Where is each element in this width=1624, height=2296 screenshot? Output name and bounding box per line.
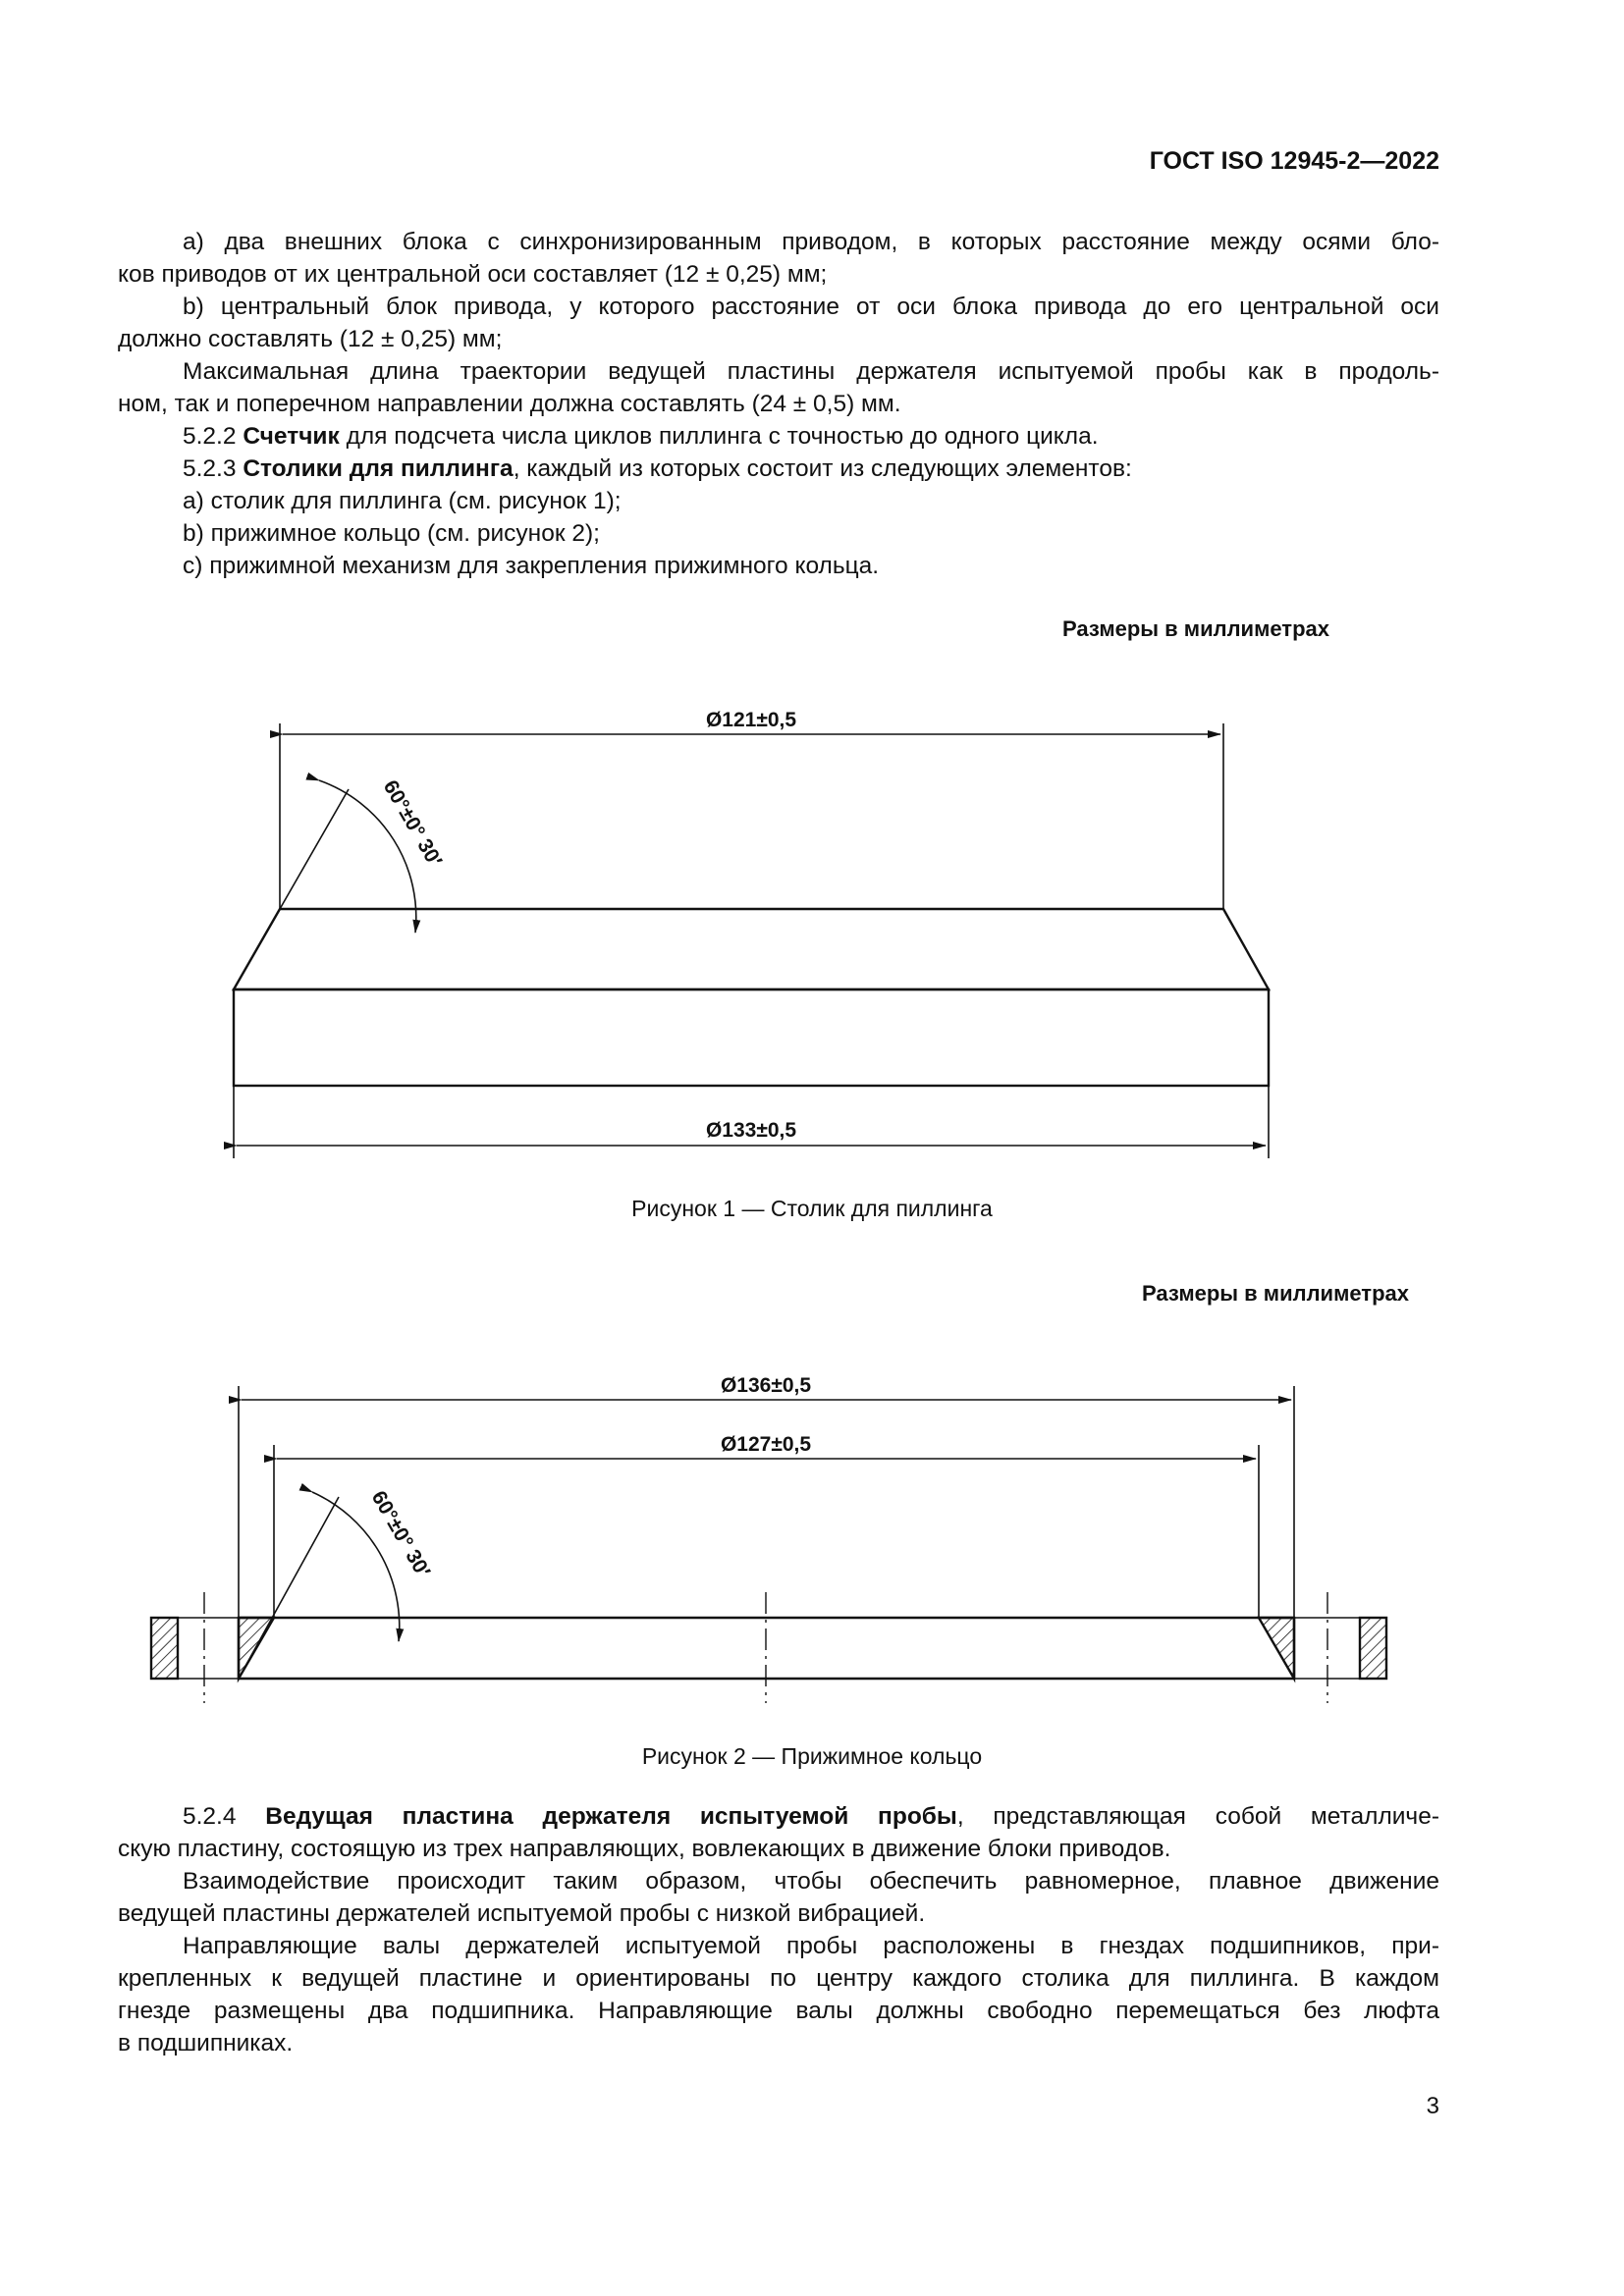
- dim-121-label: Ø121±0,5: [706, 709, 796, 731]
- paragraph-maxlen-line1: Максимальная длина траектории ведущей пл…: [183, 358, 1439, 385]
- item-5-2-3: 5.2.3 Столики для пиллинга, каждый из ко…: [118, 453, 1439, 485]
- left-outer-section: [149, 1616, 180, 1681]
- table-top-bevel: [231, 907, 1272, 991]
- item-number: 5.2.2: [183, 423, 237, 450]
- item-text: , представляющая собой металличе-: [956, 1803, 1439, 1830]
- page-number: 3: [1426, 2093, 1439, 2119]
- paragraph-maxlen-line2: ном, так и поперечном направлении должна…: [118, 391, 901, 417]
- item-term: Ведущая пластина держателя испытуемой пр…: [265, 1803, 957, 1830]
- paragraph-b-line2: должно составлять (12 ± 0,25) мм;: [118, 326, 503, 352]
- item-number: 5.2.4: [183, 1803, 237, 1830]
- paragraph-interaction-line1: Взаимодействие происходит таким образом,…: [183, 1868, 1439, 1895]
- paragraph-shafts-line4: в подшипниках.: [118, 2030, 294, 2056]
- figure2-dimensions-note: Размеры в миллиметрах: [1142, 1281, 1409, 1306]
- paragraph-b-line1: b) центральный блок привода, у которого …: [183, 294, 1439, 320]
- right-outer-section: [1358, 1616, 1388, 1681]
- figure1-dimensions-note: Размеры в миллиметрах: [1062, 616, 1329, 641]
- figure2-caption: Рисунок 2 — Прижимное кольцо: [641, 1743, 983, 1769]
- list-item: а) столик для пиллинга (см. рисунок 1);: [183, 488, 622, 514]
- paragraph-shafts-line2: крепленных к ведущей пластине и ориентир…: [118, 1965, 1439, 1992]
- item-5-2-2: 5.2.2 Счетчик для подсчета числа циклов …: [118, 420, 1439, 453]
- table-base-outline: [232, 988, 1271, 1088]
- list-item: с) прижимной механизм для закрепления пр…: [183, 553, 880, 579]
- figure1-drawing: Ø121±0,5 Ø133±0,5 60°±0° 30′: [224, 709, 1272, 1158]
- item-number: 5.2.3: [183, 455, 237, 482]
- item-5-2-4-line2: скую пластину, состоящую из трех направл…: [118, 1836, 1171, 1862]
- item-term: Счетчик: [243, 423, 340, 450]
- item-text: , каждый из которых состоит из следующих…: [513, 455, 1132, 482]
- dim-127-label: Ø127±0,5: [721, 1433, 811, 1456]
- figure1-caption: Рисунок 1 — Столик для пиллинга: [631, 1196, 993, 1221]
- paragraph-interaction-line2: ведущей пластины держателей испытуемой п…: [118, 1900, 926, 1927]
- angle-arc: [298, 1483, 405, 1642]
- dim-133-label: Ø133±0,5: [706, 1119, 796, 1142]
- item-text: для подсчета числа циклов пиллинга с точ…: [339, 423, 1099, 450]
- paragraph-shafts-line1: Направляющие валы держателей испытуемой …: [183, 1933, 1439, 1959]
- top-text-block: а) два внешних блока с синхронизированны…: [118, 226, 1439, 582]
- paragraph-a-line1: а) два внешних блока с синхронизированны…: [183, 229, 1439, 255]
- item-5-2-4: 5.2.4 Ведущая пластина держателя испытуе…: [118, 1800, 1439, 1833]
- document-header: ГОСТ ISO 12945-2—2022: [1149, 147, 1439, 175]
- item-term: Столики для пиллинга: [243, 455, 514, 482]
- right-chamfer-section: [1256, 1616, 1296, 1683]
- list-item: b) прижимное кольцо (см. рисунок 2);: [183, 520, 600, 547]
- angle-label: 60°±0° 30′: [367, 1487, 435, 1581]
- paragraph-a-line2: ков приводов от их центральной оси соста…: [118, 261, 828, 288]
- figure2-drawing: Ø136±0,5 Ø127±0,5 60°±0° 30′: [149, 1374, 1388, 1703]
- dim-136-label: Ø136±0,5: [721, 1374, 811, 1397]
- paragraph-shafts-line3: гнезде размещены два подшипника. Направл…: [118, 1998, 1439, 2024]
- angle-arc: [305, 772, 421, 934]
- bottom-text-block: 5.2.4 Ведущая пластина держателя испытуе…: [118, 1800, 1439, 2059]
- angle-label: 60°±0° 30′: [379, 776, 447, 871]
